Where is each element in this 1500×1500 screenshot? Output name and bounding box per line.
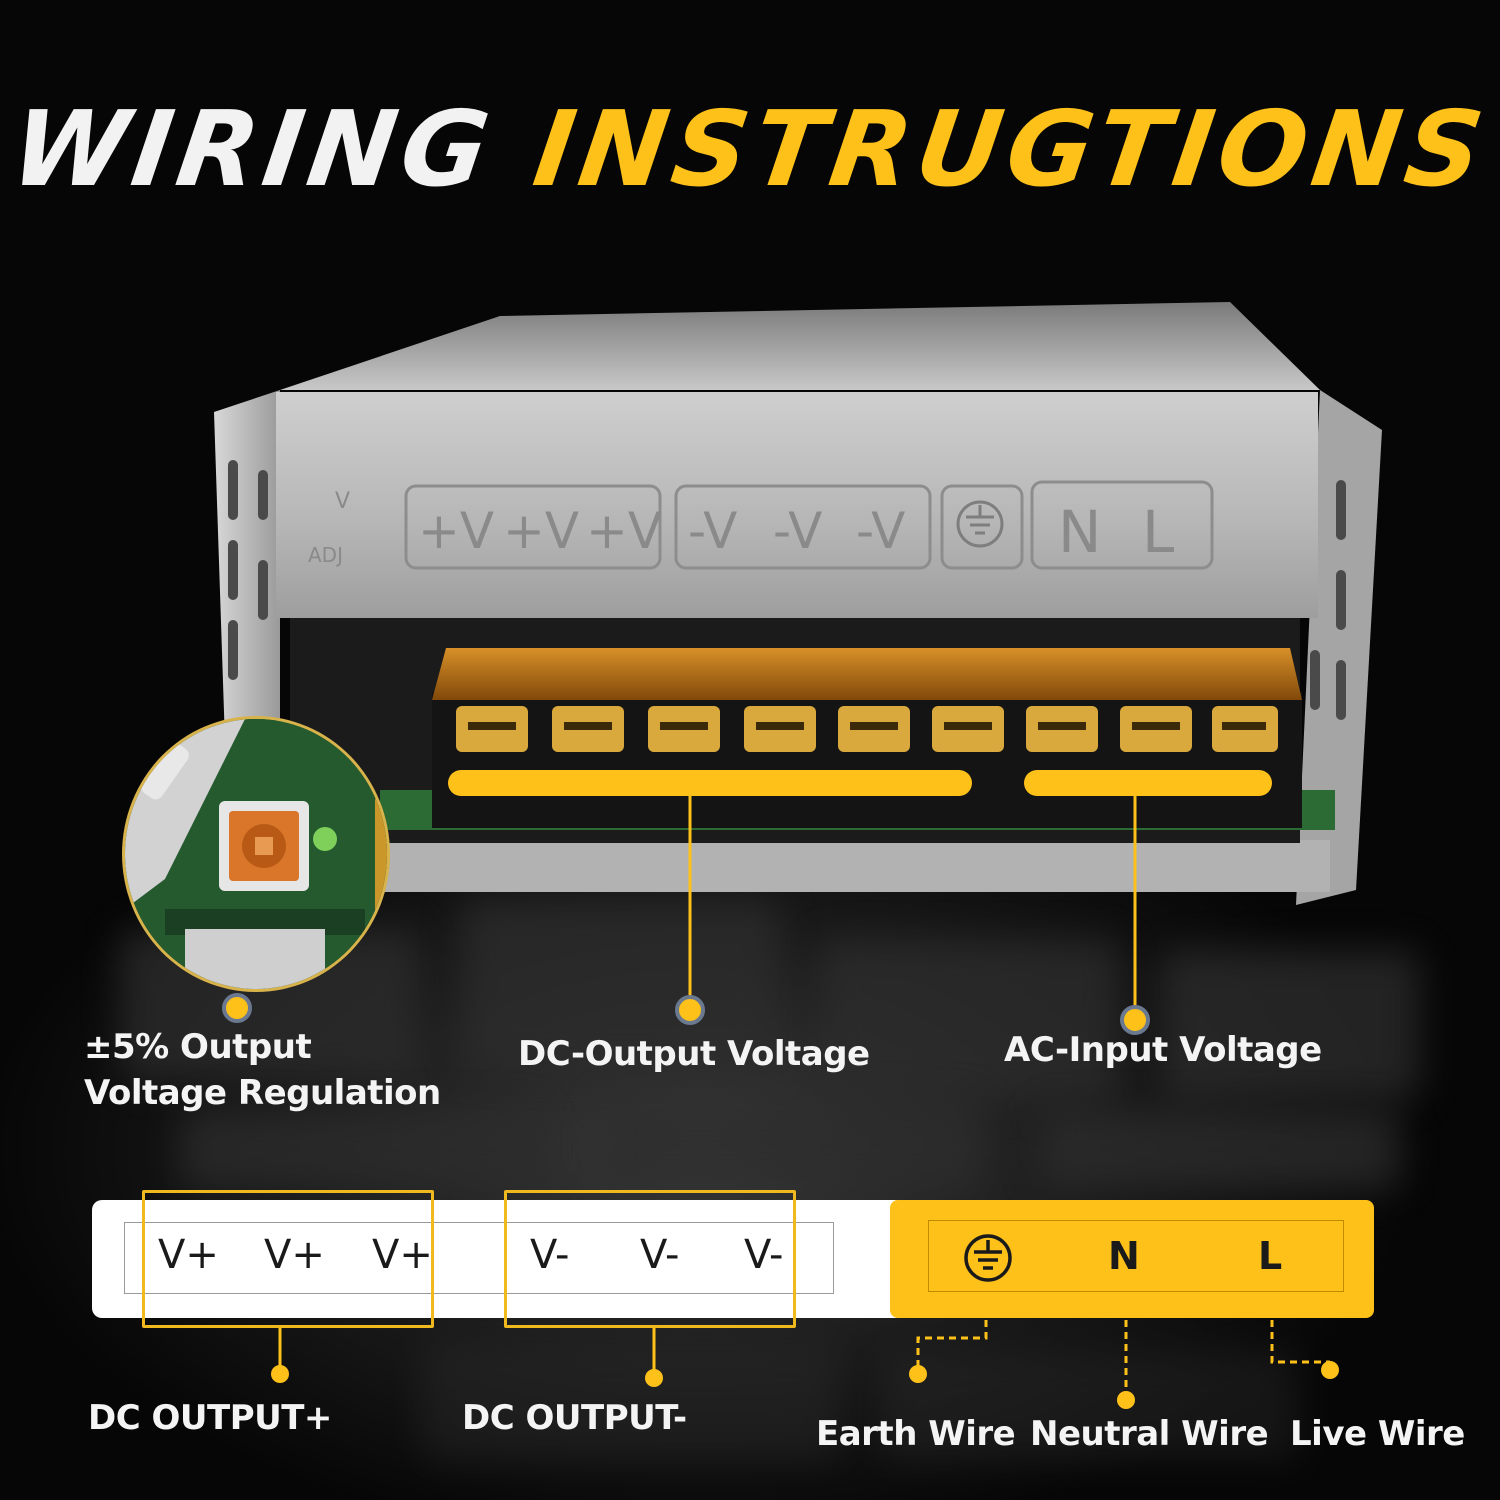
emboss-nl-group <box>1030 480 1214 570</box>
emboss-plus-3: +V <box>586 502 662 560</box>
live-dot <box>1321 1361 1339 1379</box>
regulation-dot <box>222 993 252 1023</box>
psu-top-lid <box>280 302 1320 390</box>
live-wire-label: Live Wire <box>1290 1414 1465 1454</box>
ac-connector-strip <box>890 1200 1374 1318</box>
emboss-adj-v: V <box>335 489 350 514</box>
ac-input-highlight <box>1024 770 1272 796</box>
emboss-minus-3: -V <box>856 502 905 560</box>
connector-minus-3: V- <box>744 1232 784 1278</box>
earth-icon <box>964 1234 1012 1282</box>
dc-plus-dot <box>271 1365 289 1383</box>
neutral-wire-label: Neutral Wire <box>1030 1414 1269 1454</box>
ac-input-label: AC-Input Voltage <box>1004 1030 1322 1070</box>
emboss-adj: ADJ <box>308 543 343 567</box>
emboss-earth-icon <box>956 500 1004 548</box>
connector-plus-3: V+ <box>372 1232 433 1278</box>
emboss-n: N <box>1058 498 1101 566</box>
connector-l: L <box>1258 1234 1283 1278</box>
connector-minus-2: V- <box>640 1232 680 1278</box>
dc-output-dot <box>675 995 705 1025</box>
emboss-earth-group <box>940 484 1024 570</box>
terminal-cover <box>432 648 1302 700</box>
connector-plus-1: V+ <box>158 1232 219 1278</box>
dc-minus-group-box <box>504 1190 796 1328</box>
connector-minus-1: V- <box>530 1232 570 1278</box>
connector-n: N <box>1108 1234 1140 1278</box>
emboss-minus-2: -V <box>773 502 822 560</box>
dc-connector-inner <box>124 1222 834 1294</box>
emboss-plus-2: +V <box>503 502 579 560</box>
emboss-minus-1: -V <box>688 502 737 560</box>
ac-input-dot <box>1120 1005 1150 1035</box>
emboss-l: L <box>1142 498 1174 566</box>
dc-output-highlight <box>448 770 972 796</box>
dc-plus-group-box <box>142 1190 434 1328</box>
emboss-plus-1: +V <box>418 502 494 560</box>
ac-connector-inner <box>928 1220 1344 1292</box>
dc-minus-dot <box>645 1369 663 1387</box>
potentiometer-zoom <box>122 716 390 992</box>
dc-output-plus-label: DC OUTPUT+ <box>88 1398 332 1438</box>
connector-plus-2: V+ <box>264 1232 325 1278</box>
neutral-dot <box>1117 1391 1135 1409</box>
earth-dot <box>909 1365 927 1383</box>
dc-output-label: DC-Output Voltage <box>518 1034 870 1074</box>
regulation-label: ±5% Output Voltage Regulation <box>84 1024 441 1116</box>
regulation-label-line2: Voltage Regulation <box>84 1073 441 1113</box>
emboss-minus-group <box>674 484 932 570</box>
emboss-plus-group <box>404 484 662 570</box>
regulation-label-line1: ±5% Output <box>84 1027 312 1067</box>
psu-base <box>240 840 1330 892</box>
earth-wire-label: Earth Wire <box>816 1414 1016 1454</box>
dc-output-minus-label: DC OUTPUT- <box>462 1398 687 1438</box>
psu-front-face <box>276 392 1318 618</box>
dc-connector-strip <box>92 1200 902 1318</box>
